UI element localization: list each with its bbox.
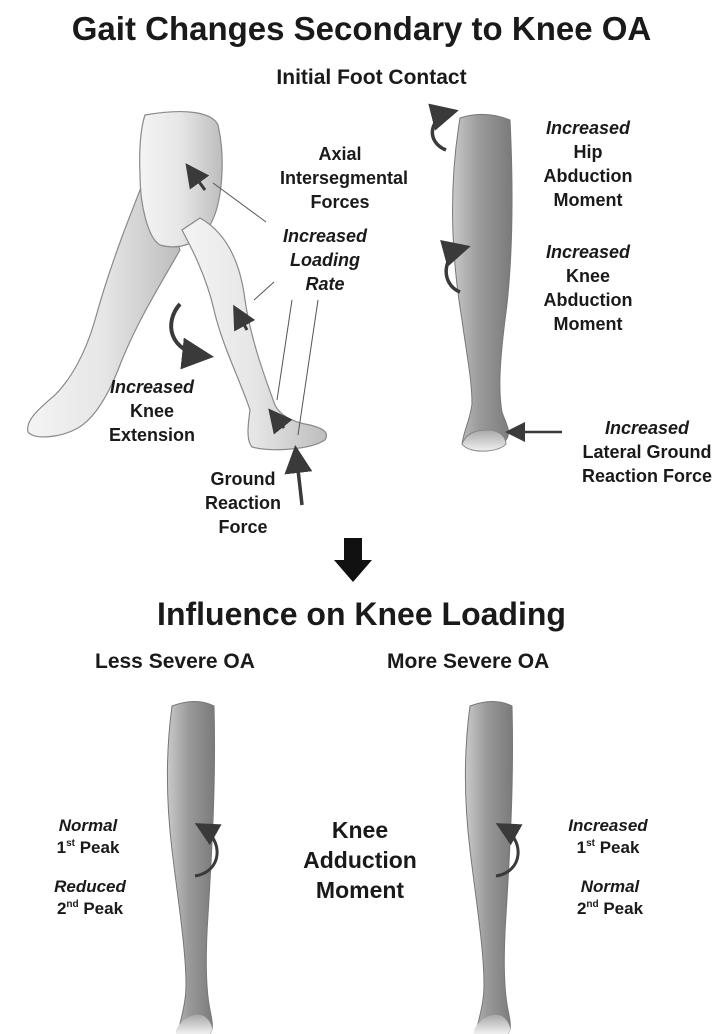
- loading-rate-label: Increased Loading Rate: [265, 224, 385, 296]
- knee-extension-label: Increased Knee Extension: [92, 375, 212, 447]
- down-arrow-icon: [334, 538, 372, 582]
- hip-abduction-label: Increased Hip Abduction Moment: [528, 116, 648, 212]
- more-severe-peak-1: Increased 1st Peak: [548, 815, 668, 859]
- knee-adduction-moment-label: Knee Adduction Moment: [290, 815, 430, 905]
- less-severe-heading: Less Severe OA: [95, 650, 255, 674]
- subtitle: Initial Foot Contact: [0, 66, 723, 90]
- less-severe-leg-illustration: [168, 702, 218, 1034]
- more-severe-peak-2: Normal 2nd Peak: [550, 876, 670, 920]
- less-severe-peak-2: Reduced 2nd Peak: [40, 876, 140, 920]
- lateral-grf-label: Increased Lateral Ground Reaction Force: [577, 416, 717, 488]
- less-severe-peak-1: Normal 1st Peak: [38, 815, 138, 859]
- more-severe-leg-illustration: [466, 702, 519, 1034]
- more-severe-heading: More Severe OA: [387, 650, 549, 674]
- axial-forces-label: Axial Intersegmental Forces: [280, 142, 400, 214]
- knee-abduction-label: Increased Knee Abduction Moment: [528, 240, 648, 336]
- page-title: Gait Changes Secondary to Knee OA: [0, 10, 723, 48]
- section-title: Influence on Knee Loading: [0, 596, 723, 633]
- ground-reaction-force-label: Ground Reaction Force: [183, 467, 303, 539]
